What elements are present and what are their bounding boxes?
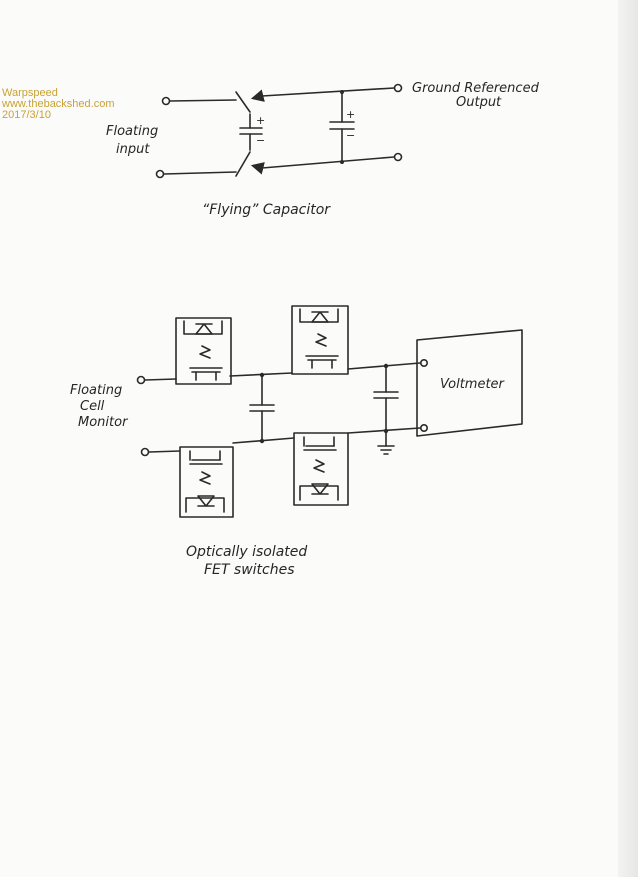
watermark-site: www.thebackshed.com xyxy=(2,98,115,110)
opto-switch-4 xyxy=(293,432,349,506)
output-capacitor xyxy=(373,363,399,447)
floating-cell-label-3: Monitor xyxy=(78,415,129,430)
opto-caption-1: Optically isolated xyxy=(186,544,307,560)
floating-cell-label-2: Cell xyxy=(80,399,105,414)
input-terminal-top xyxy=(161,96,171,106)
voltmeter-box xyxy=(416,329,523,437)
output-cap-plus: + xyxy=(346,108,355,121)
flying-capacitor-caption: “Flying” Capacitor xyxy=(202,202,331,218)
page-edge xyxy=(618,0,638,877)
cell-terminal-top xyxy=(136,375,146,385)
input-wire-bottom xyxy=(163,171,237,175)
flying-cap-minus: − xyxy=(256,134,265,147)
voltmeter-terminal-bottom xyxy=(419,423,428,432)
flying-cap-plus: + xyxy=(256,114,265,127)
floating-input-label-1: Floating xyxy=(106,124,158,139)
ground-symbol xyxy=(377,445,395,455)
flying-capacitor-circuit: + − + − xyxy=(155,83,403,179)
opto-caption-2: FET switches xyxy=(204,562,295,578)
voltmeter-terminal-top xyxy=(419,358,428,367)
opto-switch-2 xyxy=(291,305,349,375)
switch-contact-bottom xyxy=(250,162,265,175)
output-label: Output xyxy=(456,95,502,110)
floating-cell-label-1: Floating xyxy=(70,383,122,398)
cell-terminal-bottom xyxy=(140,447,150,457)
flying-capacitor xyxy=(249,372,275,444)
voltmeter-label: Voltmeter xyxy=(440,377,506,392)
opto-fet-circuit xyxy=(136,305,523,518)
input-wire-top xyxy=(169,99,237,102)
watermark-date: 2017/3/10 xyxy=(2,109,51,121)
floating-input-label-2: input xyxy=(116,142,150,157)
watermark-author: Warpspeed xyxy=(2,87,58,99)
output-rail-top xyxy=(261,87,395,97)
input-terminal-bottom xyxy=(155,169,165,179)
ground-referenced-label: Ground Referenced xyxy=(412,81,540,96)
opto-switch-1 xyxy=(175,317,232,385)
watermark: Warpspeed www.thebackshed.com 2017/3/10 xyxy=(2,88,115,121)
output-rail-bottom xyxy=(261,156,395,169)
switch-blade-bottom xyxy=(235,151,251,177)
switch-contact-top xyxy=(250,89,265,102)
output-cap-minus: − xyxy=(346,129,355,142)
output-terminal-bottom xyxy=(393,152,403,162)
switch-blade-top xyxy=(235,91,251,113)
output-terminal-top xyxy=(393,83,403,93)
opto-switch-3 xyxy=(179,446,234,518)
